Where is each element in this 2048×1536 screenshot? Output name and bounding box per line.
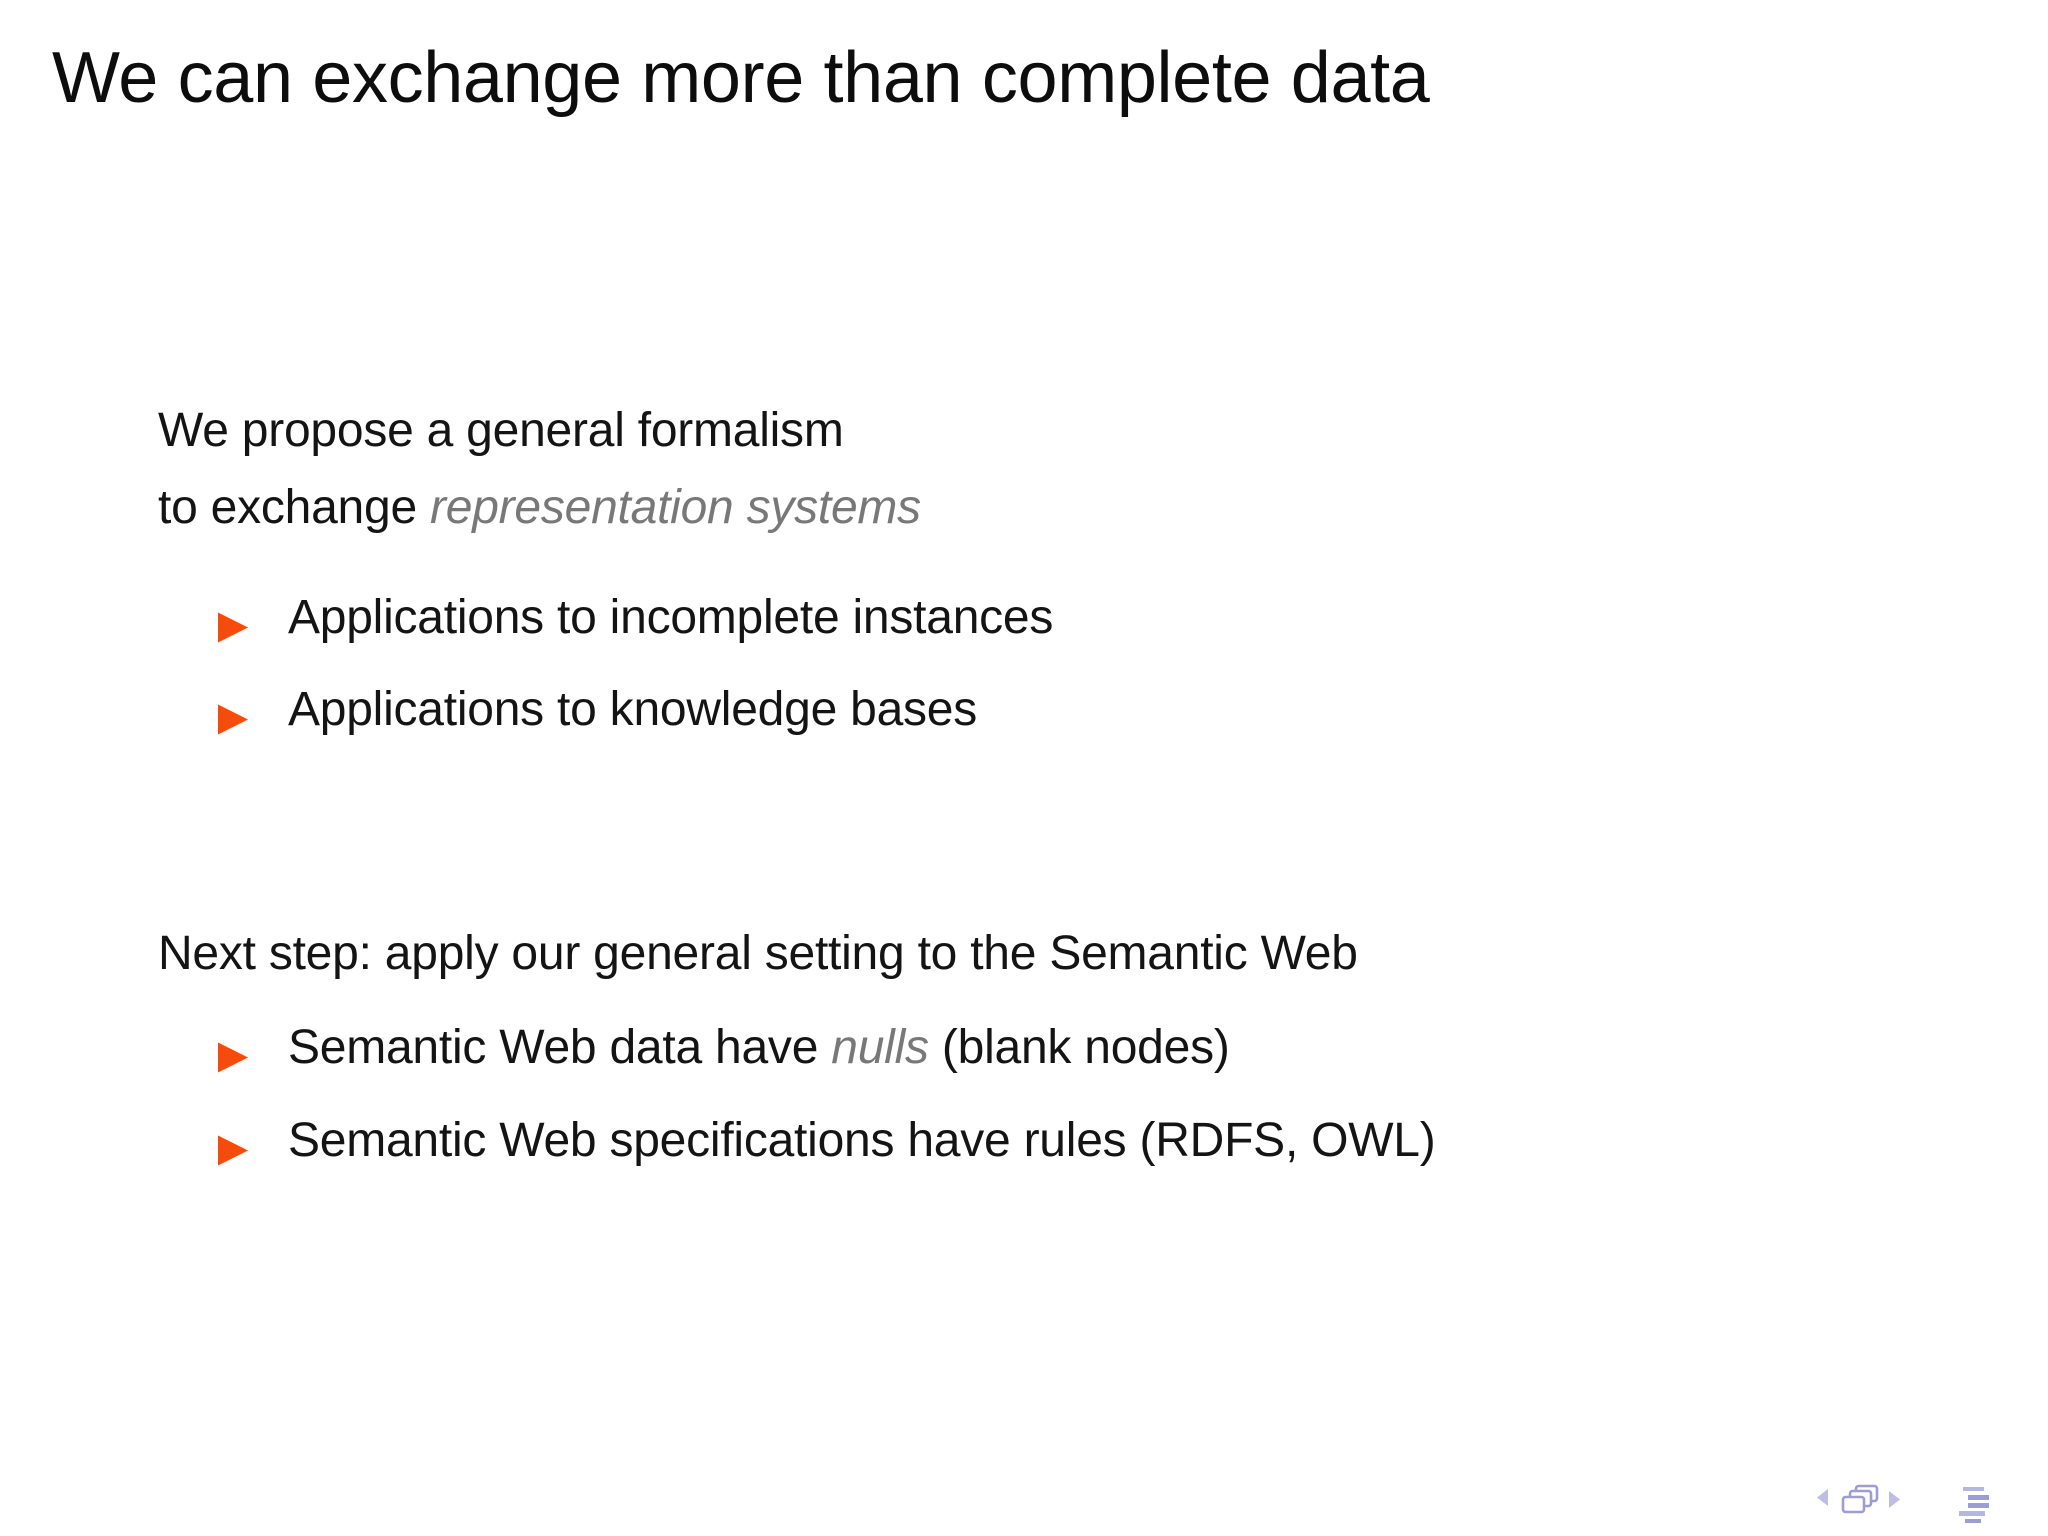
sections-outline-icon[interactable] [1959, 1487, 1989, 1523]
list-item: Applications to knowledge bases [288, 683, 978, 736]
intro-line-1-text: We propose a general formalism [158, 404, 844, 457]
list-item: Semantic Web data have nulls (blank node… [288, 1024, 1230, 1072]
triangle-right-icon [218, 1135, 248, 1166]
bullet-4-prefix: Semantic Web specifications have rules (… [288, 1114, 1436, 1167]
frames-stack-icon[interactable] [1841, 1484, 1879, 1514]
next-step-line: Next step: apply our general setting to … [158, 927, 1358, 980]
navigation-bar [1817, 1484, 1989, 1523]
next-slide-icon[interactable] [1889, 1491, 1900, 1508]
intro-line-2: to exchange representation systems [158, 484, 921, 532]
triangle-right-icon [218, 704, 248, 735]
prev-slide-icon[interactable] [1817, 1489, 1828, 1506]
intro-line-1: We propose a general formalism [158, 407, 844, 455]
triangle-right-icon [218, 1042, 248, 1073]
list-item: Semantic Web specifications have rules (… [288, 1117, 1436, 1165]
slide-title: We can exchange more than complete data [52, 38, 1430, 118]
bullet-3-suffix: (blank nodes) [928, 1021, 1230, 1074]
list-item: Applications to incomplete instances [288, 591, 1054, 644]
intro-line-2-emphasis: representation systems [430, 481, 921, 534]
bullet-3-prefix: Semantic Web data have [288, 1021, 832, 1074]
bullet-3-emphasis: nulls [831, 1021, 929, 1074]
intro-line-2-plain: to exchange [158, 481, 430, 534]
triangle-right-icon [218, 612, 248, 643]
